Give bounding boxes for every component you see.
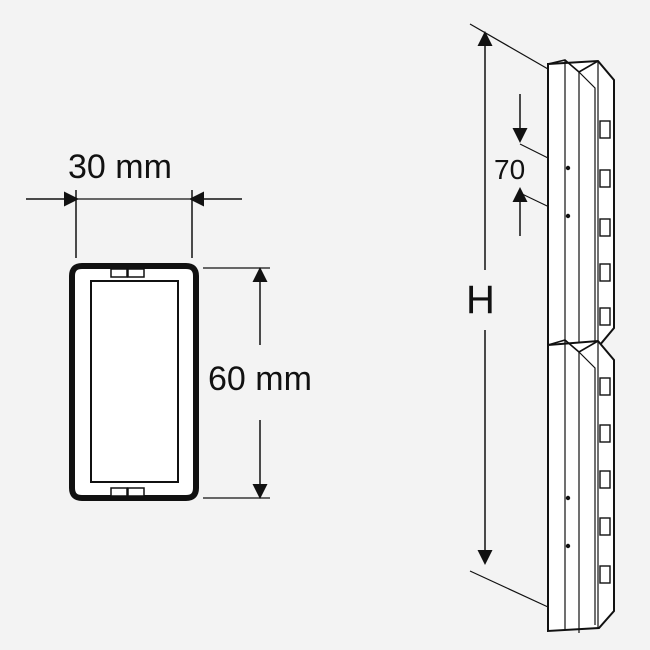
width-dimension [26,190,242,258]
profile-cross-section [69,263,199,501]
height-dimension [203,267,270,499]
lower-post [547,339,615,633]
total-height-dimension [469,23,549,608]
total-height-label: H [466,278,495,322]
slot-spacing-label: 70 [494,154,526,185]
profile-height-label: 60 mm [208,360,312,398]
profile-width-label: 30 mm [68,148,172,186]
upper-post [547,59,615,354]
